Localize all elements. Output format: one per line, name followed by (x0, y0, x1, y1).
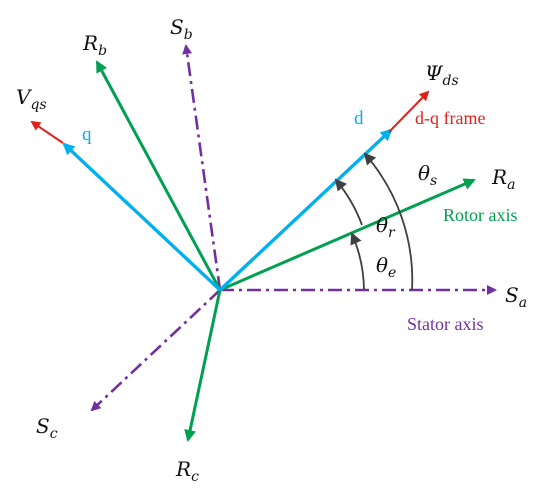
label-v-qs: Vqs (16, 85, 47, 113)
label-r-b: Rb (82, 31, 107, 59)
flux-vector-psi-ds (388, 90, 430, 133)
label-psi-ds: Ψds (425, 61, 459, 89)
label-stator-axis: Stator axis (407, 314, 484, 334)
label-dq-frame: d-q frame (415, 108, 485, 128)
label-theta-s: θs (418, 161, 437, 189)
voltage-vector-v-qs (30, 120, 64, 144)
rotor-axis-c-line (184, 289, 222, 442)
rotor-axis-b-line (95, 60, 222, 291)
angle-arc-theta-s (363, 152, 414, 291)
label-s-b: Sb (170, 15, 193, 43)
label-r-a: Ra (491, 165, 515, 193)
label-q-axis: q (82, 124, 92, 145)
stator-axis-b-line (182, 44, 222, 291)
label-s-a: Sa (505, 283, 527, 311)
label-rotor-axis: Rotor axis (443, 205, 518, 225)
label-s-c: Sc (36, 414, 58, 442)
label-theta-r: θr (376, 213, 396, 241)
label-d-axis: d (354, 108, 364, 129)
label-theta-e: θe (376, 253, 396, 281)
stator-axis-c-line (90, 289, 221, 412)
q-axis-line (62, 142, 222, 292)
angle-arc-theta-e (350, 232, 365, 291)
label-r-c: Rc (175, 457, 199, 485)
rotor-axis-a-line (219, 178, 476, 292)
d-axis-line (218, 128, 393, 292)
angle-arc-theta-r (334, 178, 363, 226)
